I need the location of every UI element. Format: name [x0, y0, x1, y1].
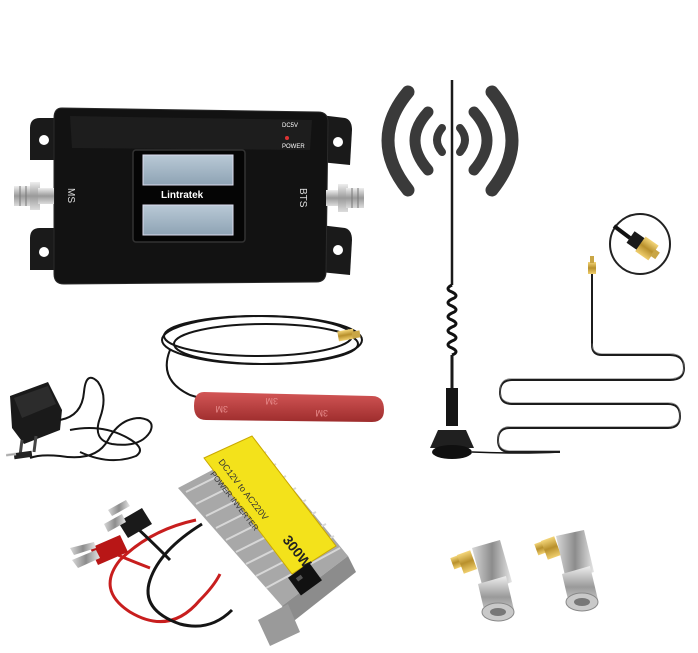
repeater-power-led — [285, 136, 289, 140]
folded-coax-cable — [496, 272, 686, 453]
power-adapter-icon — [5, 376, 153, 462]
indoor-antenna-sma-connector — [337, 328, 361, 342]
n-adapter-right — [534, 530, 599, 612]
signal-waves-icon — [381, 85, 519, 197]
battery-clamp-red — [70, 535, 128, 568]
tape-mark-1: 3M — [215, 404, 228, 414]
power-inverter: DC12V to AC220V POWER INVERTER 300W — [70, 435, 356, 646]
repeater-dc-label: DC5V — [282, 123, 298, 129]
battery-clamp-black — [104, 500, 152, 538]
inverter-ac-socket — [288, 562, 322, 596]
repeater-power-label: POWER — [282, 144, 305, 150]
signal-repeater: Lintratek MS BTS DC5V POWER — [14, 107, 364, 285]
n-adapter-left — [450, 540, 515, 622]
repeater-right-connector — [326, 184, 364, 212]
repeater-left-connector — [14, 182, 54, 210]
repeater-port-bts-label: BTS — [297, 188, 308, 208]
indoor-panel-antenna: 3M 3M 3M — [161, 315, 384, 422]
tape-mark-3: 3M — [315, 408, 328, 418]
repeater-brand-label: Lintratek — [161, 190, 204, 201]
tape-mark-2: 3M — [265, 396, 278, 406]
sma-connector-icon — [588, 256, 596, 274]
outdoor-whip-antenna — [430, 80, 561, 459]
sma-connector-detail — [609, 213, 671, 275]
repeater-port-ms-label: MS — [65, 188, 76, 203]
n-connector-icon — [450, 530, 599, 622]
